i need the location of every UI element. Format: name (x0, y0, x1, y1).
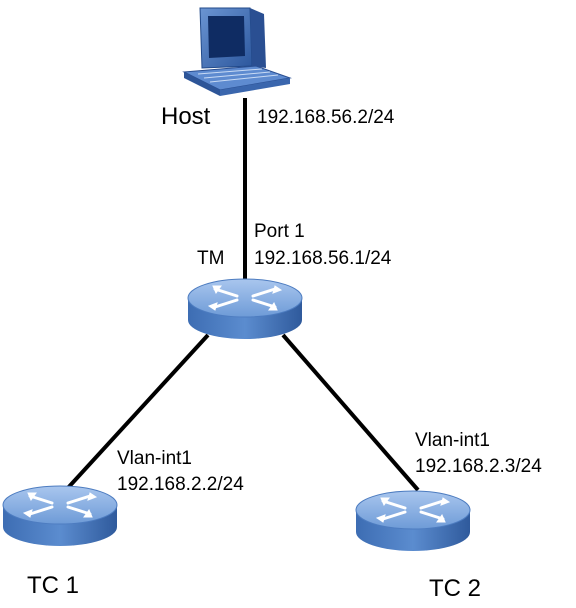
tc1-switch-icon (1, 484, 119, 548)
tm-name-label: TM (197, 248, 225, 269)
tc2-name-label: TC 2 (429, 575, 482, 602)
tc2-ip-label: 192.168.2.3/24 (415, 456, 542, 477)
link-tm-tc1 (64, 333, 210, 492)
host-computer-icon (182, 7, 292, 96)
tm-port-label: Port 1 (254, 221, 305, 242)
tc2-switch-icon (354, 489, 472, 553)
tc2-interface-label: Vlan-int1 (415, 430, 490, 451)
tc1-name-label: TC 1 (27, 572, 80, 599)
tc1-interface-label: Vlan-int1 (117, 448, 192, 469)
tm-ip-label: 192.168.56.1/24 (254, 248, 392, 269)
host-label: Host (161, 103, 211, 130)
tm-switch-icon (186, 277, 304, 341)
host-ip-label: 192.168.56.2/24 (257, 107, 395, 128)
link-tm-tc2 (281, 333, 420, 492)
tc1-ip-label: 192.168.2.2/24 (117, 474, 244, 495)
